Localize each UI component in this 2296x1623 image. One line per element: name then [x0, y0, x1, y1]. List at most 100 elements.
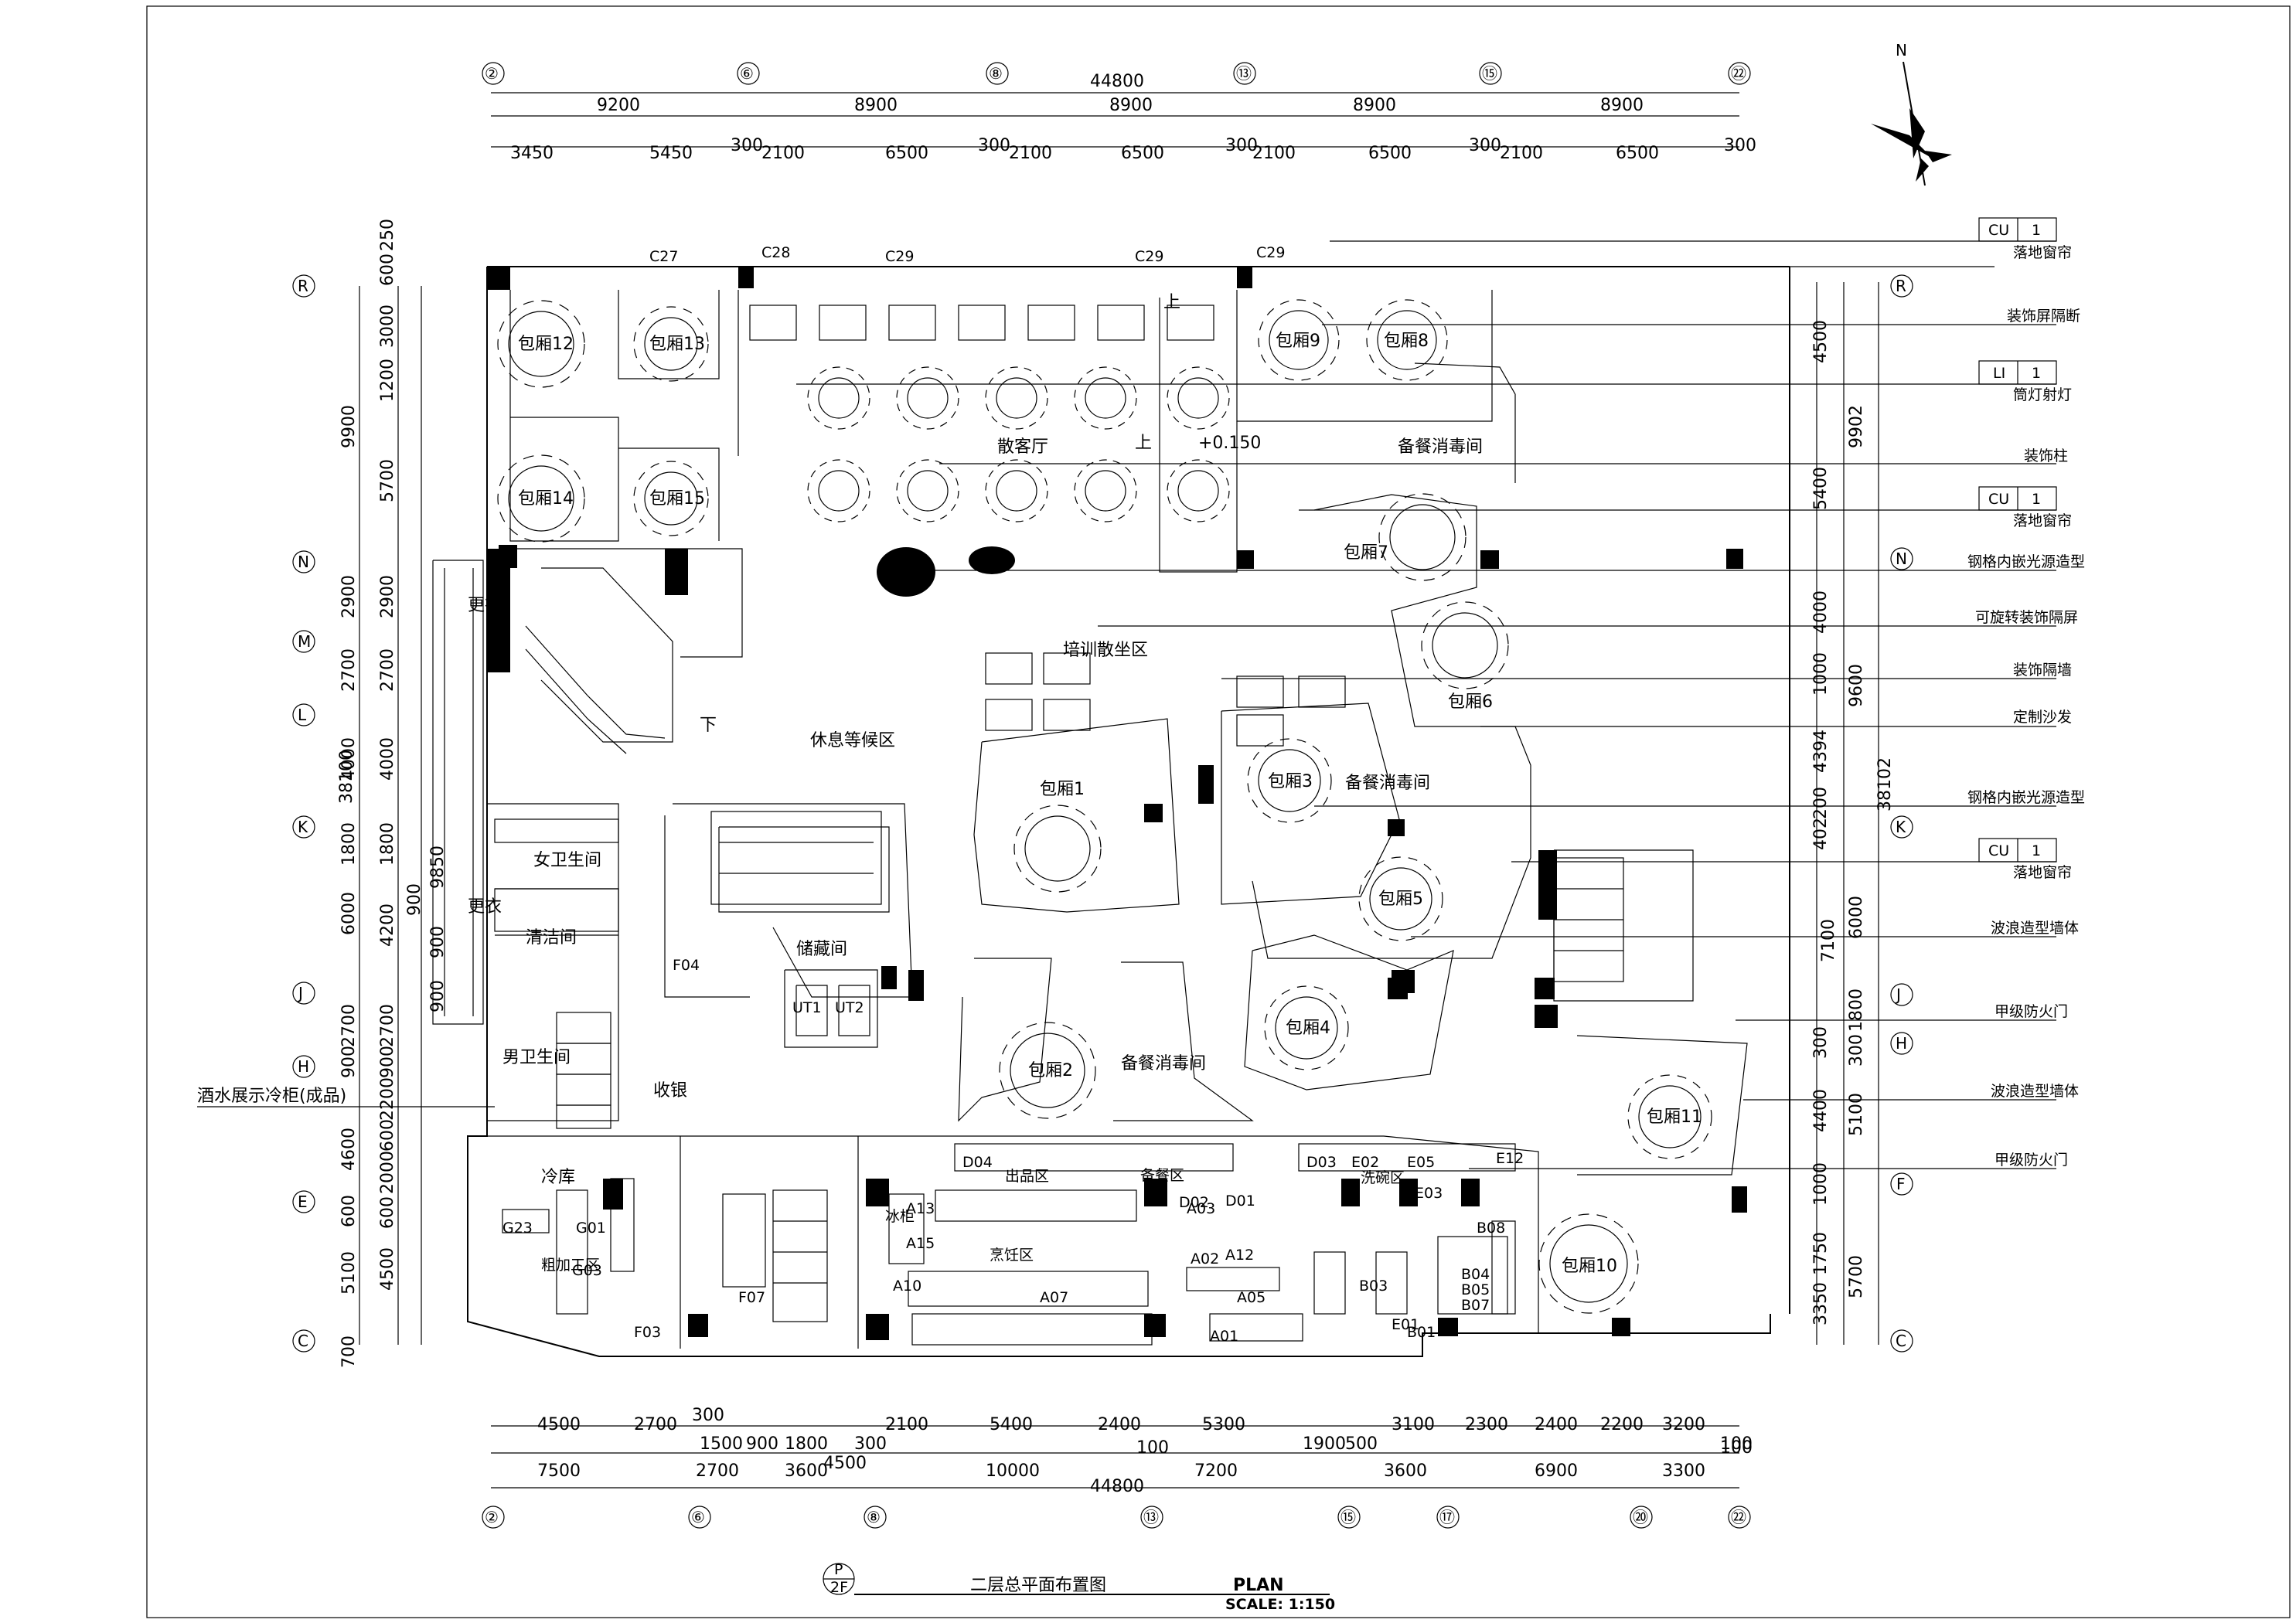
- toilet-fixtures: [494, 818, 619, 1129]
- room-label: 洗碗区: [1361, 1169, 1405, 1186]
- grid-bubble: J: [1895, 985, 1901, 1004]
- room-label: 男卫生间: [502, 1048, 571, 1067]
- room-label: 培训散坐区: [1063, 641, 1148, 660]
- bottom-dim: 300: [854, 1434, 887, 1454]
- title-block: P 2F 二层总平面布置图 PLAN SCALE: 1:150: [823, 1561, 1335, 1613]
- equipment-code: C27: [649, 248, 678, 265]
- equipment-codes: C27 C28 C29 C29 C29 A01 A02 A03 A05 A07 …: [502, 244, 1524, 1345]
- room-label: 包厢14: [518, 489, 574, 509]
- grid-bubble: ⑮: [1482, 64, 1497, 83]
- legend-text: 落地窗帘: [2013, 512, 2072, 529]
- room-label: 包厢10: [1562, 1257, 1617, 1276]
- room-label: 粗加工区: [541, 1257, 600, 1274]
- bottom-dim: 100: [1720, 1438, 1753, 1458]
- drawing-frame: [146, 5, 2291, 1618]
- right-dim: 200: [1811, 787, 1831, 819]
- bottom-dim: 100: [1720, 1434, 1753, 1454]
- building-outline: [432, 266, 1790, 1357]
- equipment-code: B07: [1461, 1297, 1490, 1314]
- left-dim: 4000: [378, 737, 397, 781]
- top-dim: 300: [731, 136, 763, 155]
- equipment-code: F04: [673, 957, 700, 974]
- top-dim: 6500: [1616, 144, 1659, 163]
- right-dim: 300: [1847, 1034, 1866, 1067]
- grid-bubble: E: [298, 1193, 308, 1211]
- bottom-dim: 10000: [986, 1461, 1040, 1481]
- room-label: 女卫生间: [533, 851, 601, 870]
- grid-bubble: ⑮: [1340, 1508, 1356, 1526]
- top-dim: 2100: [1500, 144, 1543, 163]
- bottom-dim: 2100: [885, 1415, 928, 1434]
- equipment-code: A02: [1191, 1250, 1219, 1267]
- grid-bubble: N: [1896, 550, 1907, 568]
- grid-bubble: C: [1896, 1332, 1906, 1350]
- left-dim: 600: [378, 1196, 397, 1229]
- grid-bubble: C: [298, 1332, 308, 1350]
- top-dim: 8900: [1353, 96, 1396, 115]
- grid-bubble: F: [1896, 1175, 1906, 1193]
- equipment-code: A15: [906, 1235, 935, 1252]
- top-dim: 300: [978, 136, 1010, 155]
- legend-num: 1: [2032, 842, 2041, 859]
- legend-row: CU 1 落地窗帘: [1511, 838, 2072, 881]
- top-grid-bubbles: ② ⑥ ⑧ ⑬ ⑮ ㉒: [482, 62, 1751, 85]
- equipment-code: B03: [1359, 1278, 1388, 1295]
- left-dim: 4600: [339, 1128, 359, 1171]
- bottom-dim: 3100: [1392, 1415, 1435, 1434]
- room-labels: 包厢12 包厢13 包厢14 包厢15 散客厅 包厢9 包厢8 备餐消毒间 包厢…: [468, 293, 1702, 1276]
- room-label: 包厢11: [1647, 1108, 1702, 1127]
- legend-row: LI 1 筒灯射灯: [796, 360, 2072, 403]
- columns: [487, 545, 1747, 1340]
- title-badge-bottom: 2F: [830, 1579, 848, 1596]
- left-dim: 2700: [378, 648, 397, 692]
- bottom-dim: 300: [692, 1406, 724, 1425]
- bottom-dim: 4500: [537, 1415, 581, 1434]
- top-dim: 300: [1225, 136, 1258, 155]
- room-label: 包厢6: [1448, 692, 1493, 712]
- right-dim: 7100: [1819, 919, 1838, 962]
- legend-num: 1: [2032, 222, 2041, 239]
- left-dim: 2700: [378, 1004, 397, 1047]
- grid-bubble: R: [298, 277, 308, 295]
- left-grid-bubbles: R N M L K J H E C: [292, 274, 315, 1352]
- north-arrow: N: [1871, 41, 1952, 186]
- decorative-ovals: [877, 546, 1015, 597]
- bottom-dim: 2700: [634, 1415, 677, 1434]
- left-dim: 5700: [378, 459, 397, 502]
- legend-text: 波浪造型墙体: [1991, 1083, 2079, 1100]
- grid-bubble: ⑳: [1633, 1508, 1648, 1526]
- square-tables: [749, 305, 1346, 747]
- right-dim: 4394: [1811, 730, 1831, 773]
- bottom-dim: 900: [746, 1434, 778, 1454]
- bottom-dim: 2400: [1098, 1415, 1141, 1434]
- equipment-code: D01: [1225, 1193, 1255, 1210]
- left-dim: 9900: [339, 405, 359, 448]
- room-label: 包厢15: [649, 489, 705, 509]
- legend-row: 钢格内嵌光源造型: [1314, 789, 2085, 807]
- equipment-code: E03: [1415, 1185, 1443, 1202]
- grid-bubble: K: [1896, 818, 1906, 836]
- left-dimensions: 38100 9900 2900 2700 4000 1800 6000 2700…: [337, 219, 448, 1368]
- room-label: 冷库: [541, 1168, 575, 1187]
- legend-text: 甲级防火门: [1995, 1152, 2068, 1169]
- equipment-code: D04: [962, 1154, 993, 1171]
- room-label: 包厢1: [1040, 780, 1085, 799]
- equipment-code: F07: [738, 1289, 765, 1306]
- legend-text: 可旋转装饰隔屏: [1975, 609, 2078, 626]
- right-dim: 5700: [1847, 1255, 1866, 1298]
- left-dim: 6000: [339, 892, 359, 935]
- grid-bubble: N: [298, 553, 309, 571]
- stair-up-label: 上: [1135, 434, 1152, 453]
- equipment-code: D02: [1179, 1194, 1209, 1211]
- bottom-dim: 6900: [1535, 1461, 1578, 1481]
- room-label: 更衣: [468, 897, 502, 917]
- left-dim: 5100: [339, 1251, 359, 1295]
- bottom-dim: 100: [1136, 1438, 1169, 1458]
- left-dim: 1800: [339, 822, 359, 866]
- legend-tag: CU: [1988, 842, 2009, 859]
- top-dim: 2100: [761, 144, 805, 163]
- right-dim: 9902: [1847, 405, 1866, 448]
- right-dim: 402: [1811, 818, 1831, 850]
- legend-row: 装饰屏隔断: [1322, 308, 2080, 325]
